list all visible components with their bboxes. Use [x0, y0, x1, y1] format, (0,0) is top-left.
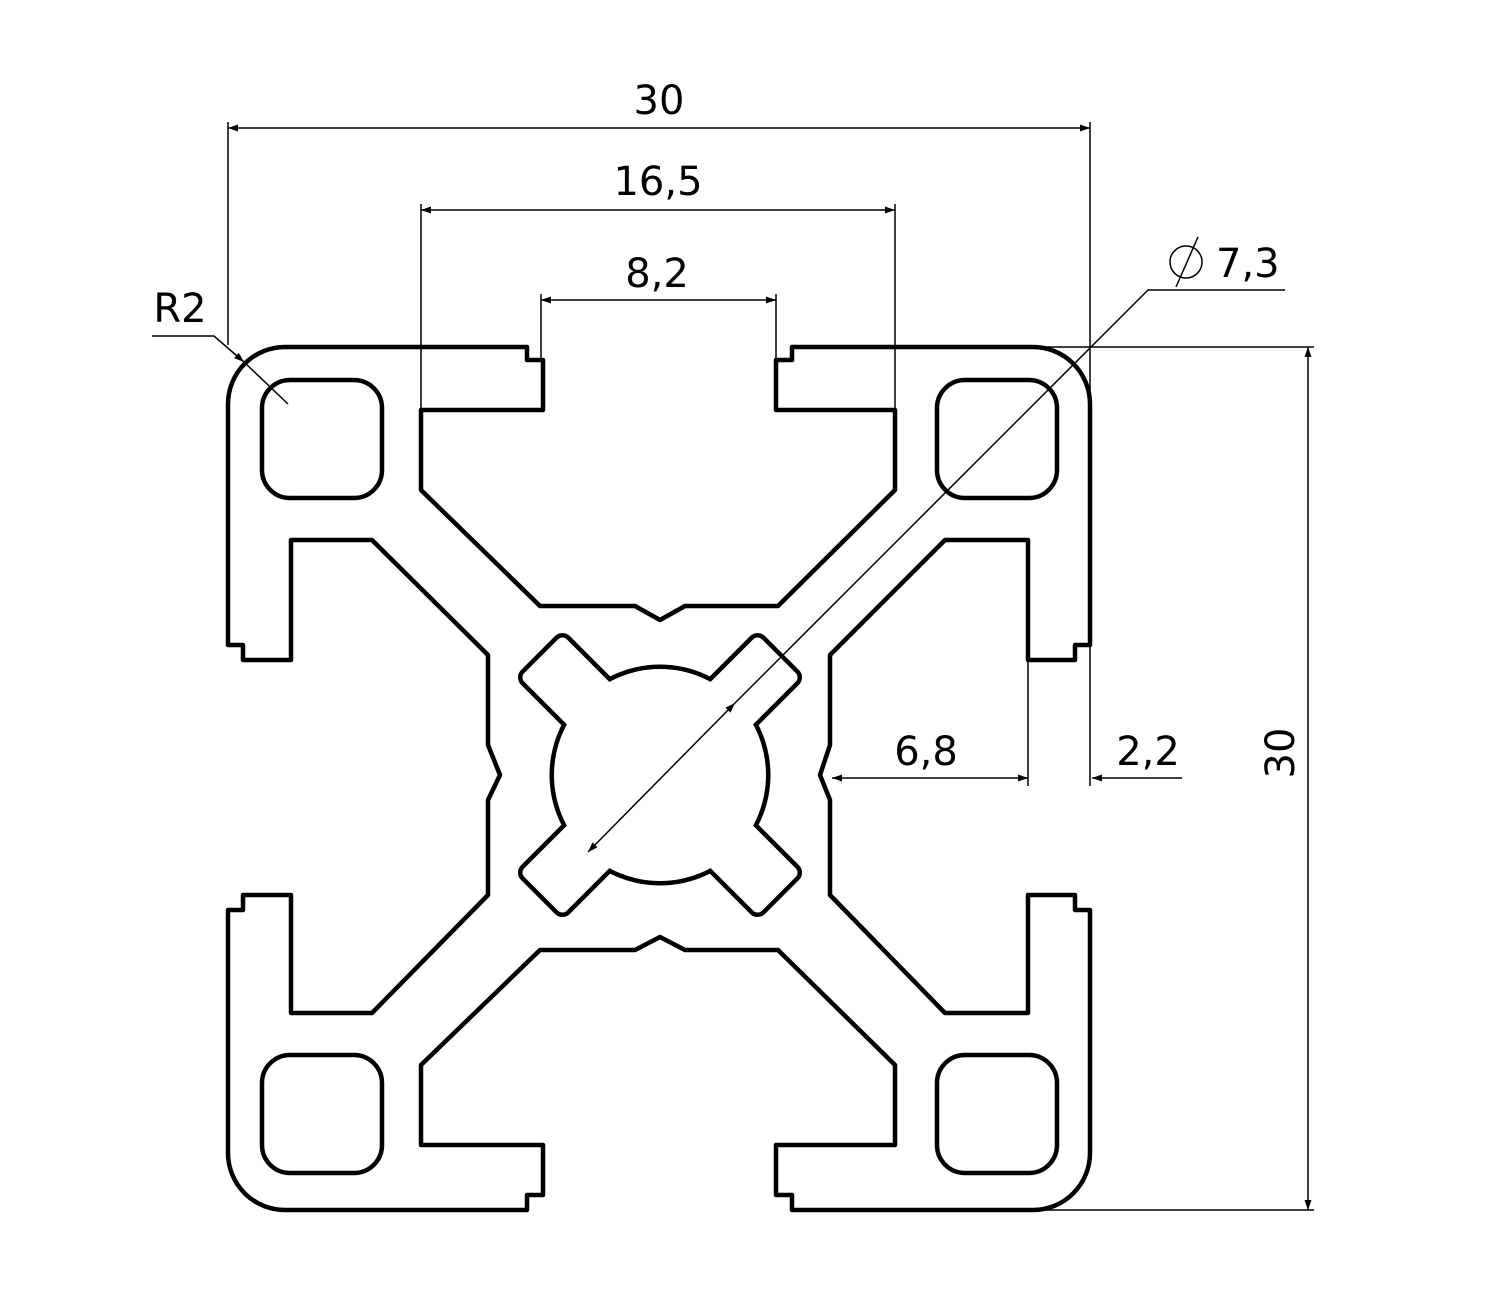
dim-wall-thickness: 2,2	[1089, 650, 1182, 786]
dim-slot-opening: 8,2	[540, 251, 777, 358]
dim-label-height: 30	[1258, 728, 1304, 779]
dim-label-slot-opening: 8,2	[625, 251, 689, 297]
dim-label-slot-outer: 16,5	[613, 159, 702, 205]
dim-label-wall: 2,2	[1116, 729, 1180, 775]
dim-center-bore: 7,3	[587, 236, 1285, 853]
corner-hole-top-left	[259, 377, 385, 501]
diameter-symbol-icon	[1169, 236, 1203, 288]
center-bore	[517, 632, 803, 918]
dim-label-width: 30	[634, 78, 685, 124]
dim-corner-radius: R2	[152, 286, 289, 405]
corner-hole-bottom-left	[259, 1052, 385, 1176]
dim-label-radius: R2	[153, 286, 206, 332]
dim-label-slot-depth: 6,8	[894, 729, 958, 775]
dim-label-bore: 7,3	[1216, 241, 1280, 287]
dim-overall-width: 30	[227, 78, 1091, 650]
profile-outline	[225, 344, 1093, 1213]
dim-overall-height: 30	[1040, 346, 1314, 1211]
corner-hole-bottom-right	[934, 1052, 1060, 1176]
dim-slot-outer-width: 16,5	[420, 159, 896, 410]
corner-hole-top-right	[934, 377, 1060, 501]
dim-slot-depth: 6,8	[832, 662, 1029, 786]
